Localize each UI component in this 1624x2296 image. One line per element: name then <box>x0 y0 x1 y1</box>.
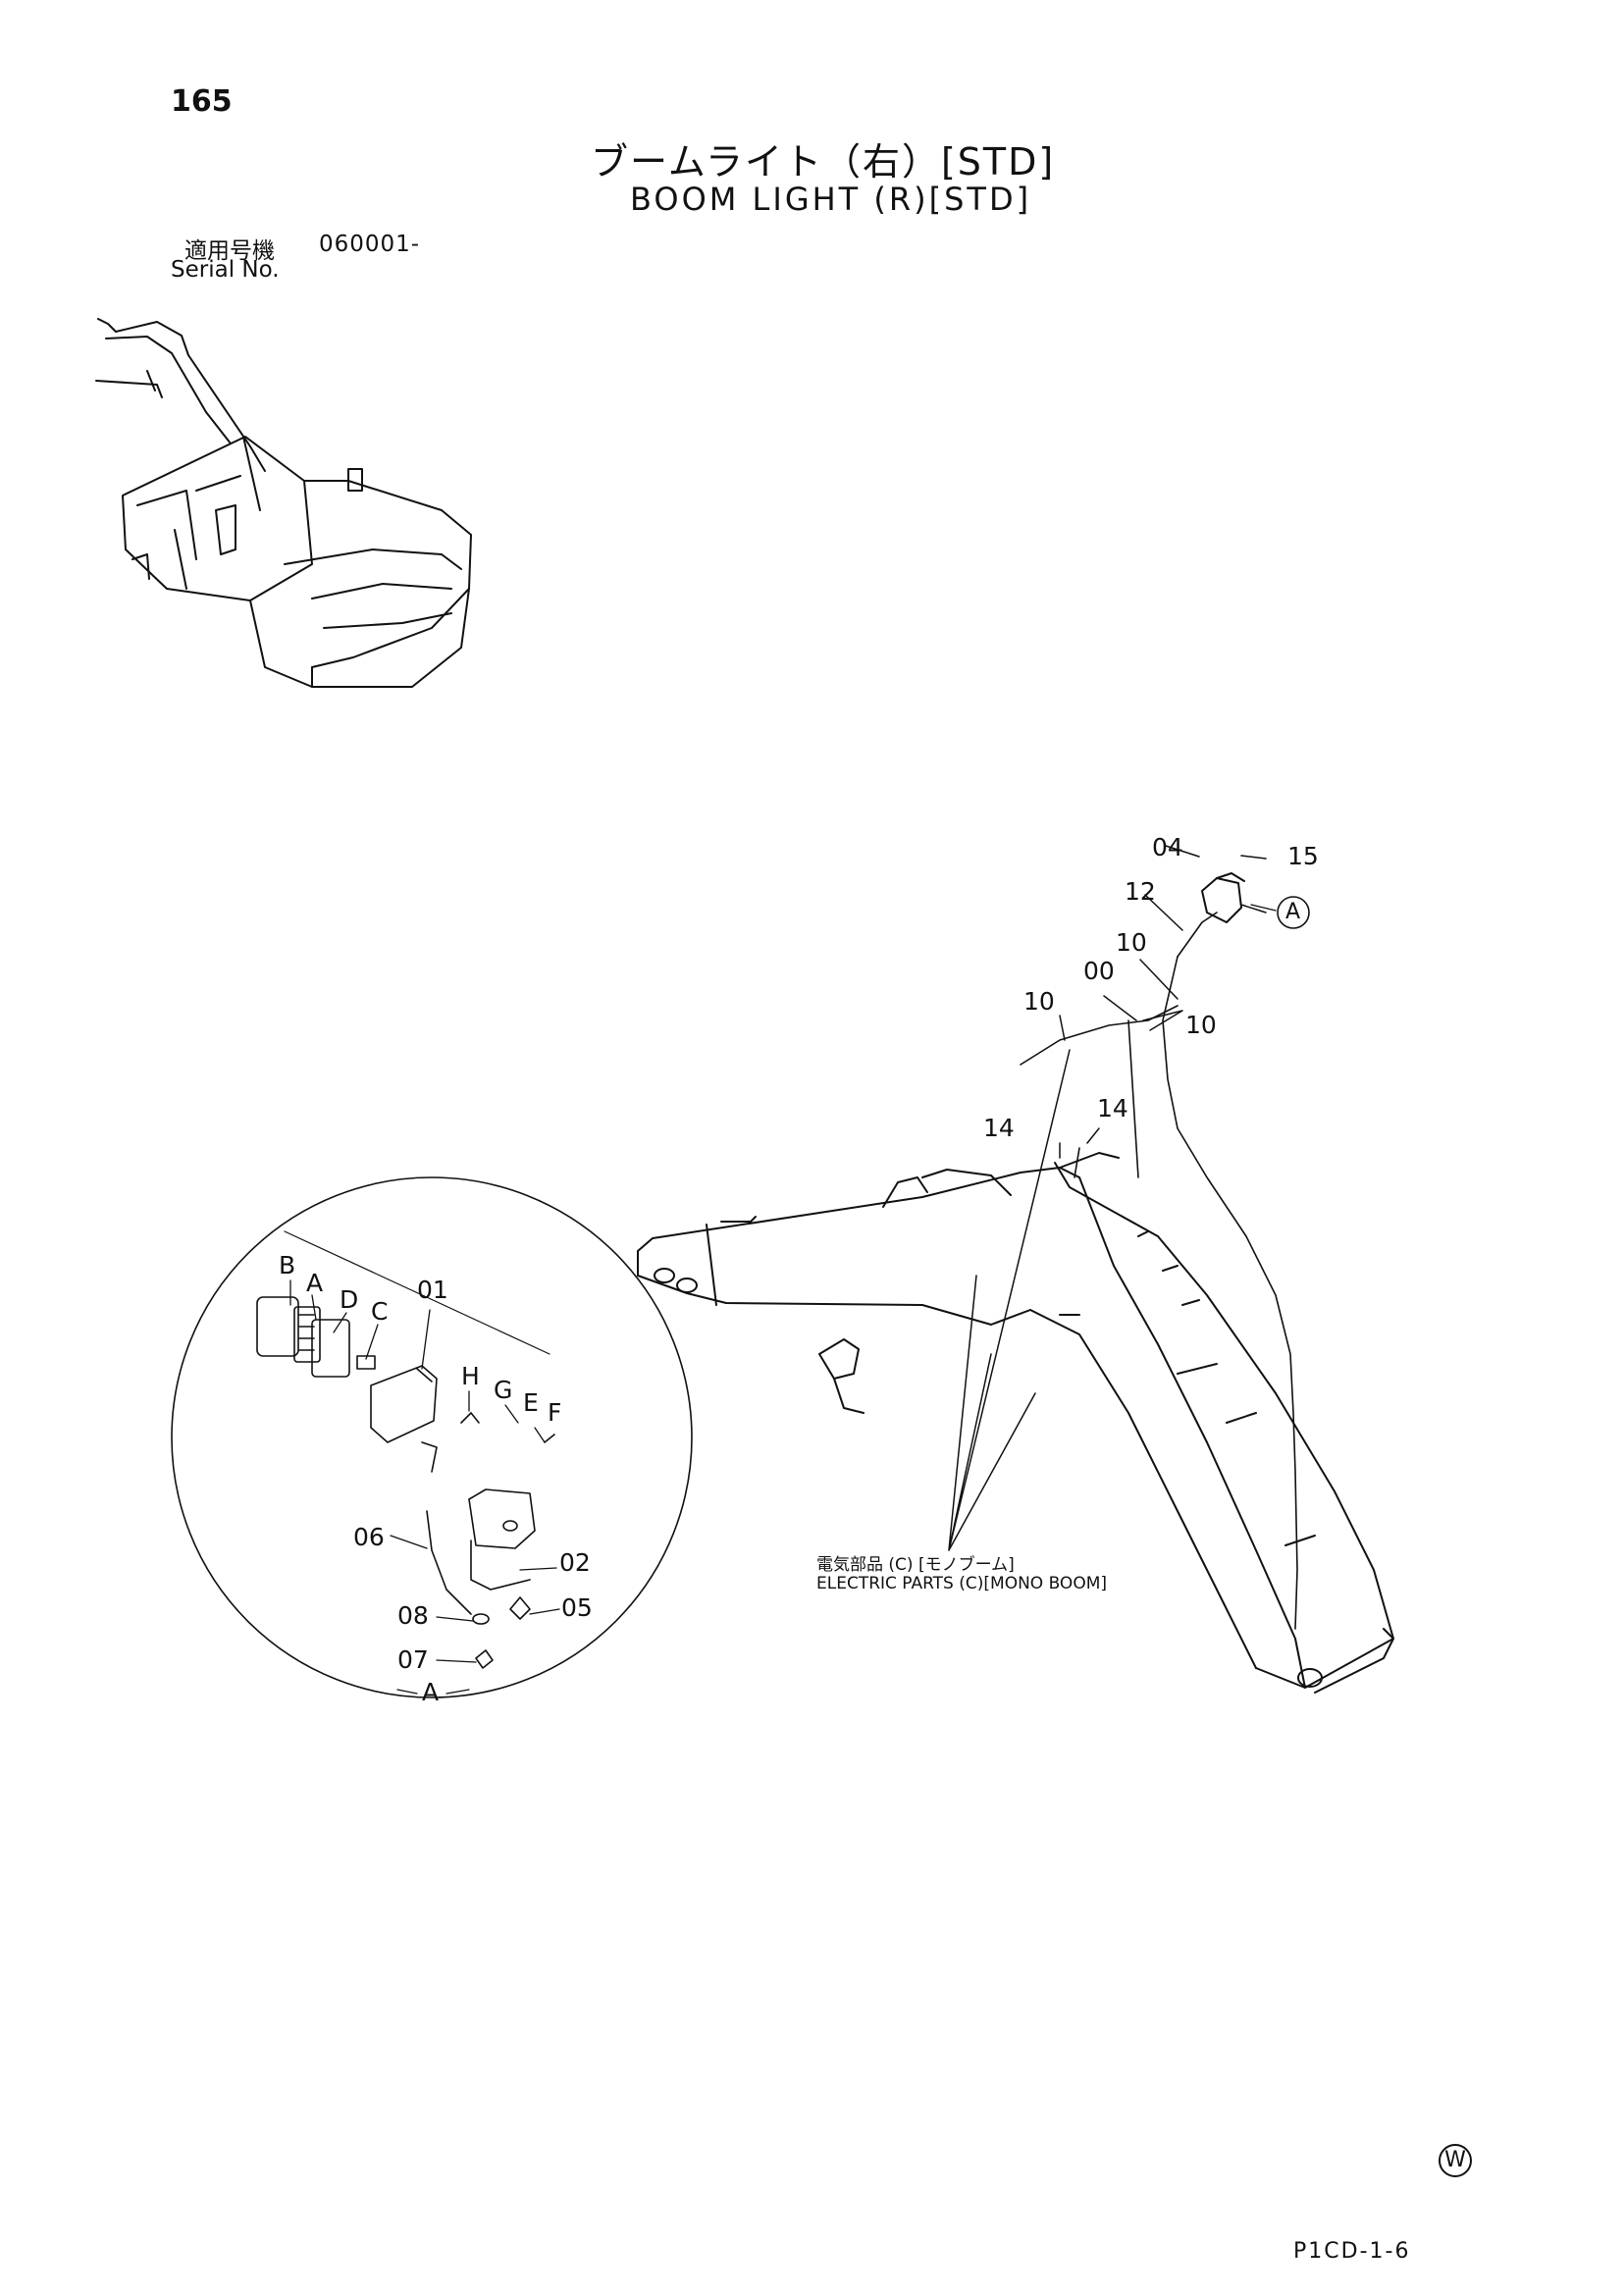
document-code: P1CD-1-6 <box>1293 2239 1411 2264</box>
serial-number-value: 060001- <box>319 232 421 257</box>
manufacturer-mark: W <box>1439 2144 1472 2177</box>
reference-note-japanese: 電気部品 (C) [モノブーム] <box>816 1555 1015 1575</box>
title-japanese: ブームライト（右）[STD] <box>591 140 1056 183</box>
callout-07: 07 <box>397 1645 429 1674</box>
serial-label-japanese: 適用号機 <box>184 238 275 264</box>
callout-06: 06 <box>353 1523 385 1551</box>
callout-D: D <box>340 1285 359 1314</box>
detail-a-reference-letter: A <box>1285 900 1301 924</box>
detail-a-label: A <box>422 1678 440 1706</box>
page-number: 165 <box>171 84 233 119</box>
callout-B: B <box>279 1251 296 1279</box>
serial-label-english: Serial No. <box>171 257 280 283</box>
callout-G: G <box>494 1376 513 1404</box>
callout-00: 00 <box>1083 957 1115 985</box>
callout-10-right: 10 <box>1185 1011 1217 1039</box>
detail-a-circle <box>171 1176 693 1698</box>
callout-F: F <box>548 1398 562 1427</box>
boom-lamp-drawing <box>1201 872 1245 923</box>
callout-10-top: 10 <box>1116 928 1147 957</box>
reference-bracket-drawing <box>818 1338 864 1414</box>
callout-05: 05 <box>561 1593 593 1622</box>
detail-a-parts <box>256 1296 555 1669</box>
callout-E: E <box>523 1388 539 1417</box>
detail-leader-lines <box>289 1279 560 1695</box>
callout-H: H <box>461 1362 480 1390</box>
detail-a-callout <box>1250 896 1310 929</box>
callout-10-left: 10 <box>1023 987 1055 1016</box>
reference-note-english: ELECTRIC PARTS (C)[MONO BOOM] <box>816 1574 1107 1593</box>
boom-drawing <box>637 1152 1394 1694</box>
callout-04: 04 <box>1152 833 1183 861</box>
callout-C: C <box>371 1297 389 1326</box>
excavator-overview-drawing <box>95 318 472 688</box>
title-english: BOOM LIGHT (R)[STD] <box>630 181 1032 218</box>
callout-14-right: 14 <box>1097 1094 1128 1122</box>
callout-12: 12 <box>1125 877 1156 906</box>
callout-15: 15 <box>1287 842 1319 870</box>
callout-01: 01 <box>417 1276 448 1304</box>
callout-14-left: 14 <box>983 1114 1015 1142</box>
callout-02: 02 <box>559 1548 591 1577</box>
wiring-harness-drawing <box>1020 912 1298 1630</box>
callout-08: 08 <box>397 1601 429 1630</box>
main-leader-lines <box>948 845 1267 1551</box>
callout-A: A <box>306 1269 324 1297</box>
